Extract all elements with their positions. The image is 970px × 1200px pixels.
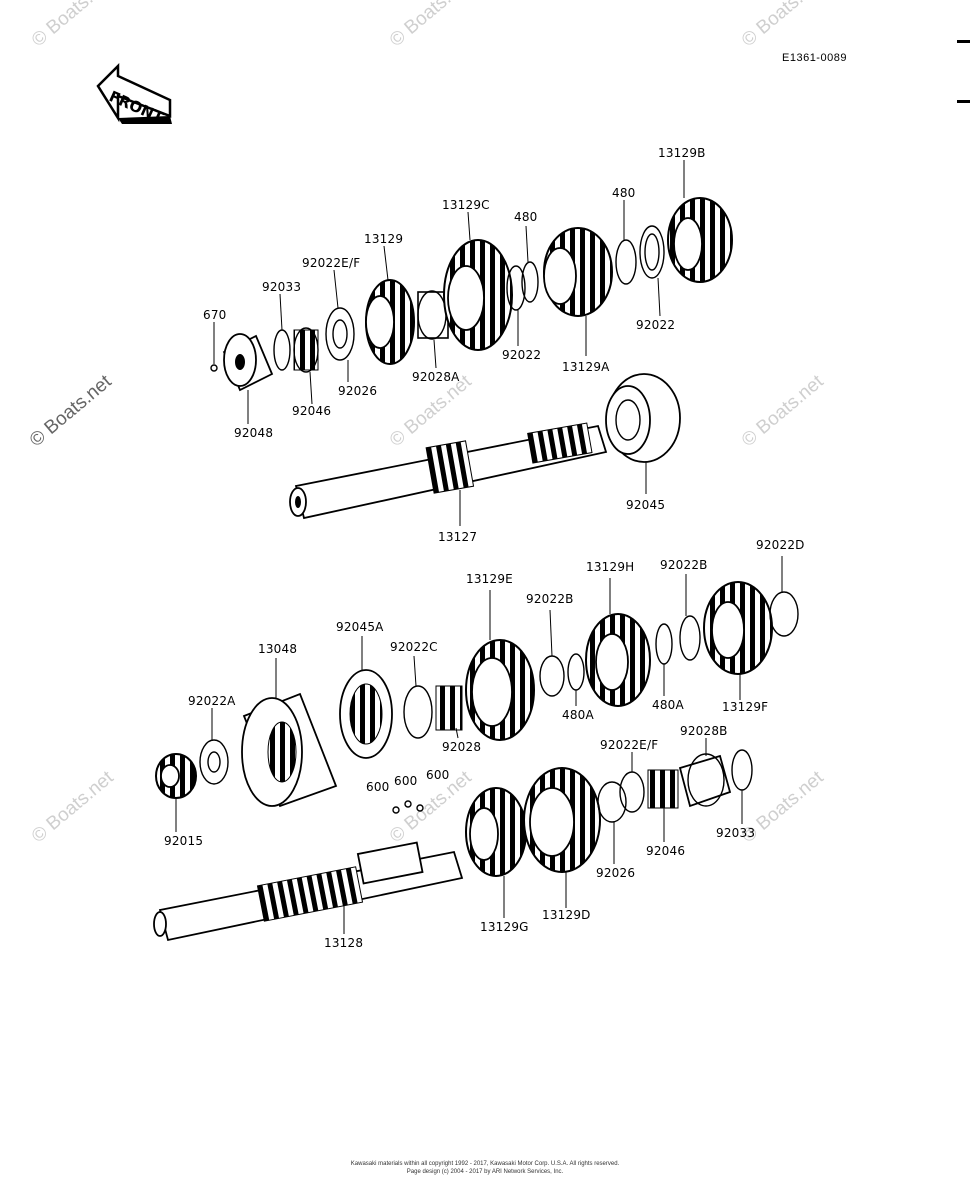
part-label-92022EF: 92022E/F xyxy=(302,256,361,270)
part-label-480A: 480A xyxy=(652,698,684,712)
washer-92022 xyxy=(639,225,665,279)
part-label-92028A: 92028A xyxy=(412,370,460,384)
washer-92026 xyxy=(597,781,627,823)
ball-600 xyxy=(392,806,400,814)
bushing-92028 xyxy=(435,685,463,731)
edge-mark xyxy=(957,40,970,43)
part-label-13129G: 13129G xyxy=(480,920,529,934)
part-label-480: 480 xyxy=(514,210,538,224)
bearing-cup-92048 xyxy=(222,333,274,392)
gear-13129A xyxy=(543,227,613,317)
part-label-92026: 92026 xyxy=(596,866,636,880)
washer-92022C xyxy=(403,685,433,739)
part-label-92022C: 92022C xyxy=(390,640,438,654)
circlip-92033 xyxy=(731,749,753,791)
part-label-92048: 92048 xyxy=(234,426,274,440)
bushing-92028B xyxy=(678,753,732,808)
part-label-92046: 92046 xyxy=(292,404,332,418)
leader-lines xyxy=(175,160,783,934)
part-label-92015: 92015 xyxy=(164,834,204,848)
part-label-13129D: 13129D xyxy=(542,908,591,922)
circlip-92022 xyxy=(506,265,526,311)
circlip-480A xyxy=(567,653,585,691)
gear-13129B xyxy=(667,197,733,283)
part-label-92022: 92022 xyxy=(502,348,542,362)
part-label-92022A: 92022A xyxy=(188,694,236,708)
part-label-92022D: 92022D xyxy=(756,538,805,552)
gear-13129E xyxy=(465,639,535,741)
part-label-13129C: 13129C xyxy=(442,198,490,212)
washer-92022A xyxy=(199,739,229,785)
part-label-92022EF: 92022E/F xyxy=(600,738,659,752)
needle-bearing-92046 xyxy=(293,327,319,373)
gear-13129H xyxy=(585,613,651,707)
washer-92022B xyxy=(679,615,701,661)
part-label-13129H: 13129H xyxy=(586,560,635,574)
ball-bearing-92045 xyxy=(605,373,681,463)
copyright-footer: Kawasaki materials within all copyright … xyxy=(0,1160,970,1176)
part-label-13129F: 13129F xyxy=(722,700,769,714)
part-label-92046: 92046 xyxy=(646,844,686,858)
part-label-92033: 92033 xyxy=(716,826,756,840)
part-label-92026: 92026 xyxy=(338,384,378,398)
part-label-92033: 92033 xyxy=(262,280,302,294)
diagram-code: E1361-0089 xyxy=(782,52,847,64)
circlip-480 xyxy=(521,261,539,303)
part-label-92045: 92045 xyxy=(626,498,666,512)
part-label-92028: 92028 xyxy=(442,740,482,754)
circlip-92033 xyxy=(273,329,291,371)
part-label-600: 600 xyxy=(426,768,450,782)
gear-13129G xyxy=(465,787,527,877)
nut-92015 xyxy=(155,753,197,799)
part-label-670: 670 xyxy=(203,308,227,322)
copyright-line: Kawasaki materials within all copyright … xyxy=(350,1161,620,1167)
part-label-92045A: 92045A xyxy=(336,620,384,634)
gear-13129D xyxy=(523,767,601,873)
front-arrow-icon: FRONT xyxy=(96,62,172,127)
circlip-480A xyxy=(655,623,673,665)
shaft-13128 xyxy=(153,841,464,942)
part-label-480A: 480A xyxy=(562,708,594,722)
part-label-13129A: 13129A xyxy=(562,360,610,374)
part-label-13048: 13048 xyxy=(258,642,298,656)
part-label-92028B: 92028B xyxy=(680,724,728,738)
part-label-13129: 13129 xyxy=(364,232,404,246)
part-label-13128: 13128 xyxy=(324,936,364,950)
part-label-13129B: 13129B xyxy=(658,146,706,160)
part-label-13127: 13127 xyxy=(438,530,478,544)
part-label-92022B: 92022B xyxy=(660,558,708,572)
part-label-92022: 92022 xyxy=(636,318,676,332)
shaft-13127 xyxy=(289,422,608,520)
bearing-92045A xyxy=(339,669,393,759)
edge-mark xyxy=(957,100,970,103)
circlip-480 xyxy=(615,239,637,285)
gear-13129C xyxy=(443,239,513,351)
ball-600 xyxy=(416,804,424,812)
copyright-line: Page design (c) 2004 - 2017 by ARI Netwo… xyxy=(406,1169,564,1175)
pin-670 xyxy=(210,364,218,372)
ball-600 xyxy=(404,800,412,808)
part-label-600: 600 xyxy=(394,774,418,788)
washer-92026 xyxy=(325,307,355,361)
washer-92022B xyxy=(539,655,565,697)
part-label-92022B: 92022B xyxy=(526,592,574,606)
part-label-480: 480 xyxy=(612,186,636,200)
part-label-13129E: 13129E xyxy=(466,572,513,586)
gear-13129F xyxy=(703,581,773,675)
needle-bearing-92046 xyxy=(647,769,679,809)
gear-13129 xyxy=(365,279,415,365)
sleeve-hub-13048 xyxy=(241,692,338,808)
part-label-600: 600 xyxy=(366,780,390,794)
washer-92022D xyxy=(769,591,799,637)
